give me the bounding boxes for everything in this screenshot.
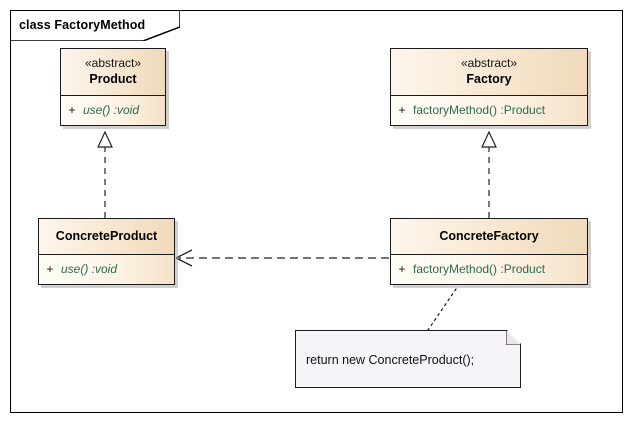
member-row[interactable]: + use() :void [61,102,165,118]
class-name: Product [89,72,137,86]
class-header-product: «abstract» Product [61,49,165,96]
note-box[interactable]: return new ConcreteProduct(); [295,330,521,388]
class-stereotype: «abstract» [460,56,518,70]
class-name: ConcreteProduct [55,229,158,243]
member-visibility: + [68,103,76,117]
class-members-concretefactory: + factoryMethod() :Product [391,255,587,284]
class-box-concreteproduct[interactable]: ConcreteProduct + use() :void [38,218,175,285]
member-row[interactable]: + factoryMethod() :Product [391,102,587,118]
class-header-concreteproduct: ConcreteProduct [39,219,174,255]
class-header-factory: «abstract» Factory [391,49,587,96]
member-signature: factoryMethod() :Product [413,103,546,117]
member-row[interactable]: + factoryMethod() :Product [391,261,587,277]
note-text: return new ConcreteProduct(); [306,353,475,367]
member-signature: use() :void [61,262,118,276]
class-header-concretefactory: ConcreteFactory [391,219,587,255]
member-visibility: + [46,262,54,276]
frame-label: class FactoryMethod [10,10,180,41]
member-row[interactable]: + use() :void [39,261,174,277]
member-visibility: + [398,103,406,117]
diagram-frame [10,10,623,413]
class-members-concreteproduct: + use() :void [39,255,174,284]
class-members-factory: + factoryMethod() :Product [391,96,587,125]
member-visibility: + [398,262,406,276]
class-box-concretefactory[interactable]: ConcreteFactory + factoryMethod() :Produ… [390,218,588,285]
member-signature: factoryMethod() :Product [413,262,546,276]
member-signature: use() :void [83,103,140,117]
class-box-factory[interactable]: «abstract» Factory + factoryMethod() :Pr… [390,48,588,126]
class-box-product[interactable]: «abstract» Product + use() :void [60,48,166,126]
class-members-product: + use() :void [61,96,165,125]
class-name: ConcreteFactory [439,229,539,243]
class-stereotype: «abstract» [84,56,142,70]
class-name: Factory [466,72,512,86]
